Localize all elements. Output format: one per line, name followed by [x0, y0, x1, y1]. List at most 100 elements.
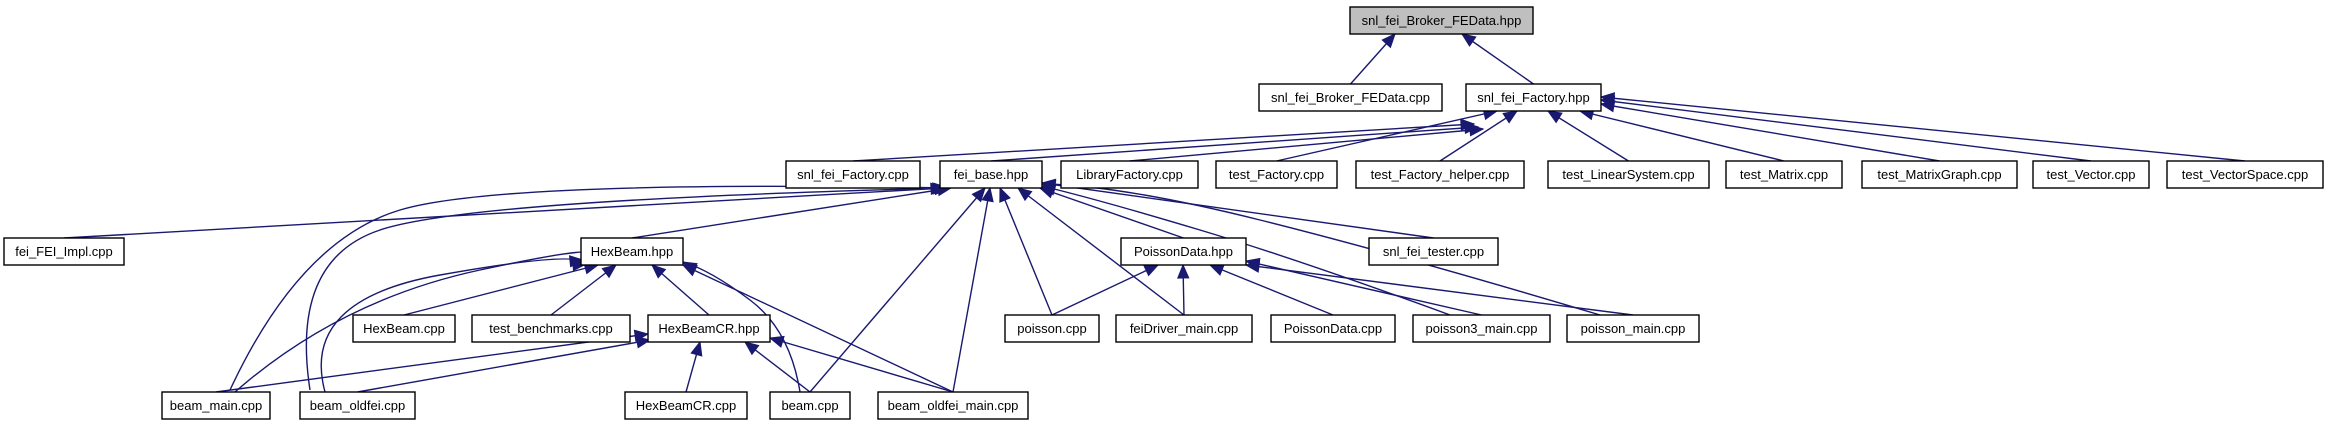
node-broker-cpp[interactable]: snl_fei_Broker_FEData.cpp — [1258, 83, 1443, 112]
node-box — [1349, 6, 1534, 35]
node-box — [1004, 314, 1100, 343]
node-label: fei_base.hpp — [954, 167, 1028, 182]
arrowhead — [601, 264, 618, 279]
edge-test_bench-to-hexbeam_hpp — [550, 264, 618, 316]
edge-factory_hpp-to-root — [1460, 33, 1534, 85]
edge-beam_oldfei-to-fei_base — [305, 182, 950, 391]
node-label: snl_fei_Factory.cpp — [797, 167, 909, 182]
node-box — [1566, 314, 1700, 343]
node-hexbeamcr-cpp[interactable]: HexBeamCR.cpp — [624, 391, 748, 420]
node-label: beam_main.cpp — [170, 398, 263, 413]
edge-hexbeamcr_hpp-to-hexbeam_hpp — [651, 264, 710, 316]
node-factory-cpp[interactable]: snl_fei_Factory.cpp — [785, 160, 921, 189]
node-root[interactable]: snl_fei_Broker_FEData.hpp — [1349, 6, 1534, 35]
edge-test_vector-to-factory_hpp — [1599, 95, 2092, 162]
node-test-vector[interactable]: test_Vector.cpp — [2032, 160, 2150, 189]
node-label: beam_oldfei_main.cpp — [888, 398, 1019, 413]
node-label: poisson3_main.cpp — [1425, 321, 1537, 336]
node-label: PoissonData.cpp — [1284, 321, 1382, 336]
node-label: PoissonData.hpp — [1134, 244, 1233, 259]
node-label: HexBeamCR.hpp — [658, 321, 759, 336]
node-label: beam.cpp — [781, 398, 838, 413]
node-beam-main[interactable]: beam_main.cpp — [161, 391, 271, 420]
node-box — [580, 237, 684, 266]
node-label: fei_FEI_Impl.cpp — [15, 244, 113, 259]
node-test-matrix[interactable]: test_Matrix.cpp — [1725, 160, 1843, 189]
edge-poisson_main-to-poissondata_hpp — [1244, 260, 1634, 316]
node-poissondata-cpp[interactable]: PoissonData.cpp — [1270, 314, 1396, 343]
node-label: test_MatrixGraph.cpp — [1877, 167, 2001, 182]
edge-libfactory-to-factory_hpp — [1129, 123, 1485, 162]
node-box — [2032, 160, 2150, 189]
node-box — [1861, 160, 2018, 189]
node-test-bench[interactable]: test_benchmarks.cpp — [471, 314, 631, 343]
edge-factory_cpp-to-factory_hpp — [852, 118, 1476, 162]
node-label: poisson_main.cpp — [1581, 321, 1686, 336]
node-label: test_Factory.cpp — [1229, 167, 1324, 182]
arrowhead — [1143, 264, 1160, 277]
node-factory-hpp[interactable]: snl_fei_Factory.hpp — [1465, 83, 1602, 112]
edge-test_matrix-to-factory_hpp — [1578, 108, 1785, 162]
node-libfactory[interactable]: LibraryFactory.cpp — [1060, 160, 1199, 189]
edge-beam_oldfei_main-to-fei_base — [952, 186, 994, 393]
edge-hexbeam_cpp-to-hexbeam_hpp — [403, 262, 600, 316]
edge-test_matrixgraph-to-factory_hpp — [1599, 100, 1940, 162]
edge-poisson_main-to-fei_base — [1040, 180, 1601, 316]
node-poissondata-hpp[interactable]: PoissonData.hpp — [1120, 237, 1247, 266]
node-box — [1547, 160, 1710, 189]
node-hexbeamcr-hpp[interactable]: HexBeamCR.hpp — [647, 314, 771, 343]
node-test-factory-helper[interactable]: test_Factory_helper.cpp — [1355, 160, 1525, 189]
node-box — [877, 391, 1029, 420]
arrowhead — [971, 187, 986, 203]
node-beam-cpp[interactable]: beam.cpp — [769, 391, 851, 420]
node-hexbeam-hpp[interactable]: HexBeam.hpp — [580, 237, 684, 266]
edge-feidriver-to-poissondata_hpp — [1177, 263, 1190, 316]
arrowhead — [635, 336, 652, 349]
node-test-factory[interactable]: test_Factory.cpp — [1215, 160, 1338, 189]
node-label: test_Factory_helper.cpp — [1371, 167, 1510, 182]
node-label: test_benchmarks.cpp — [489, 321, 613, 336]
edge-poisson3-to-poissondata_hpp — [1244, 257, 1482, 316]
node-beam-oldfei[interactable]: beam_oldfei.cpp — [299, 391, 416, 420]
arrowhead — [999, 186, 1011, 203]
edge-poisson_cpp-to-fei_base — [999, 186, 1053, 316]
arrowhead — [1177, 263, 1190, 279]
node-beam-oldfei-main[interactable]: beam_oldfei_main.cpp — [877, 391, 1029, 420]
edge-poissondata_hpp-to-fei_base — [1038, 186, 1184, 239]
arrowhead — [1244, 260, 1261, 273]
node-box — [769, 391, 851, 420]
node-label: HexBeamCR.cpp — [636, 398, 736, 413]
node-hexbeam-cpp[interactable]: HexBeam.cpp — [352, 314, 456, 343]
node-poisson-cpp[interactable]: poisson.cpp — [1004, 314, 1100, 343]
node-label: test_LinearSystem.cpp — [1562, 167, 1694, 182]
edge-beam_oldfei_main-to-hexbeam_hpp — [681, 264, 954, 393]
node-box — [161, 391, 271, 420]
node-label: snl_fei_Factory.hpp — [1477, 90, 1590, 105]
node-box — [1258, 83, 1443, 112]
node-test-vectorspace[interactable]: test_VectorSpace.cpp — [2166, 160, 2324, 189]
node-poisson-main[interactable]: poisson_main.cpp — [1566, 314, 1700, 343]
arrowhead — [1040, 180, 1057, 193]
edge-test_vectorspace-to-factory_hpp — [1599, 92, 2246, 162]
node-label: LibraryFactory.cpp — [1076, 167, 1183, 182]
node-label: snl_fei_Broker_FEData.hpp — [1362, 13, 1522, 28]
node-box — [3, 237, 125, 266]
edge-hexbeamcr_cpp-to-hexbeamcr_hpp — [685, 340, 703, 393]
node-label: snl_fei_Broker_FEData.cpp — [1271, 90, 1430, 105]
arrowhead — [681, 264, 698, 277]
node-tester[interactable]: snl_fei_tester.cpp — [1368, 237, 1499, 266]
node-box — [352, 314, 456, 343]
arrowhead — [690, 340, 703, 357]
arrowhead — [1546, 110, 1563, 124]
node-test-linsys[interactable]: test_LinearSystem.cpp — [1547, 160, 1710, 189]
node-test-matrixgraph[interactable]: test_MatrixGraph.cpp — [1861, 160, 2018, 189]
node-fei-base[interactable]: fei_base.hpp — [939, 160, 1043, 189]
node-feidriver[interactable]: feiDriver_main.cpp — [1115, 314, 1253, 343]
node-poisson3[interactable]: poisson3_main.cpp — [1412, 314, 1551, 343]
node-fei-impl[interactable]: fei_FEI_Impl.cpp — [3, 237, 125, 266]
node-box — [1412, 314, 1551, 343]
arrowhead — [768, 335, 785, 348]
arrowhead — [743, 341, 760, 356]
node-box — [1215, 160, 1338, 189]
